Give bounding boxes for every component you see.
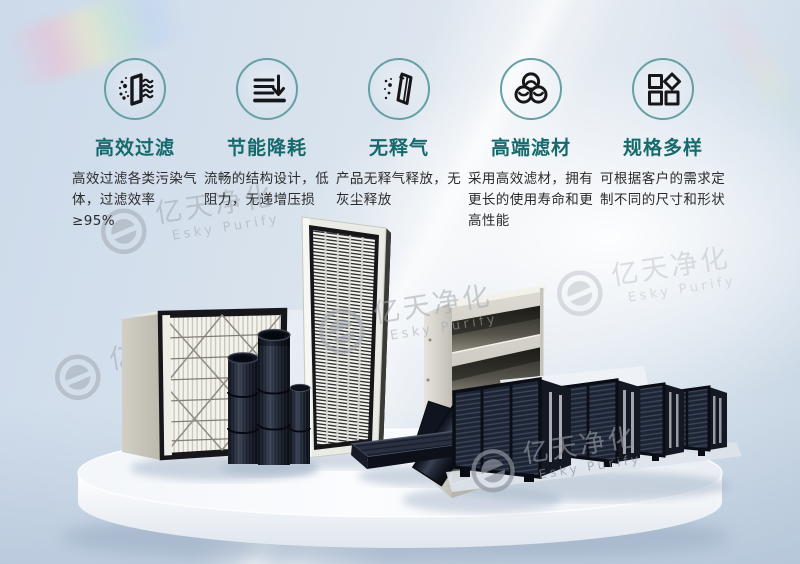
feature-title: 高效过滤	[94, 137, 175, 159]
pleated-panel-filter	[301, 216, 391, 459]
feature-description: 采用高效滤材，拥有更长的使用寿命和更高性能	[468, 171, 594, 229]
v-bank-compact-filters	[446, 366, 742, 492]
feature-row: 高效过滤 高效过滤各类污染气体，过滤效率≥95% 节能降耗 流畅的结构设计，低阻…	[72, 58, 726, 232]
feature-premium-media: 高端滤材 采用高效滤材，拥有更长的使用寿命和更高性能	[468, 58, 594, 232]
energy-saving-arrow-icon	[253, 74, 286, 103]
feature-no-offgassing: 无释气 产品无释气释放，无灰尘释放	[336, 58, 462, 232]
filtration-airflow-icon	[118, 73, 154, 106]
premium-media-circles-icon	[514, 72, 548, 104]
feature-icon-circle	[104, 58, 166, 120]
carbon-tray-flat	[350, 430, 474, 469]
feature-title: 节能降耗	[226, 137, 307, 159]
feature-description: 高效过滤各类污染气体，过滤效率≥95%	[72, 171, 198, 229]
feature-icon-circle	[368, 58, 430, 120]
feature-title: 高端滤材	[490, 137, 571, 159]
carbon-cylinder-left	[227, 352, 259, 464]
carbon-cylinder-filters	[227, 328, 311, 465]
carbon-cylinder-short	[289, 383, 311, 464]
feature-title: 无释气	[368, 137, 429, 159]
feature-various-specs: 规格多样 可根据客户的需求定制不同的尺寸和形状	[600, 58, 726, 232]
no-offgassing-sheet-icon	[384, 72, 413, 105]
v-bank-filter-2	[556, 378, 640, 467]
feature-high-efficiency: 高效过滤 高效过滤各类污染气体，过滤效率≥95%	[72, 58, 198, 232]
feature-description: 可根据客户的需求定制不同的尺寸和形状	[600, 171, 726, 208]
feature-icon-circle	[500, 58, 562, 120]
feature-title: 规格多样	[622, 137, 703, 159]
feature-description: 产品无释气释放，无灰尘释放	[336, 171, 462, 208]
feature-icon-circle	[236, 58, 298, 120]
feature-description: 流畅的结构设计，低阻力，无递增压损	[204, 171, 330, 208]
various-sizes-squares-icon	[648, 72, 681, 106]
carbon-cylinder-tall	[257, 328, 291, 465]
v-bank-filter-1	[452, 376, 571, 482]
feature-energy-saving: 节能降耗 流畅的结构设计，低阻力，无递增压损	[204, 58, 330, 232]
feature-icon-circle	[632, 58, 694, 120]
